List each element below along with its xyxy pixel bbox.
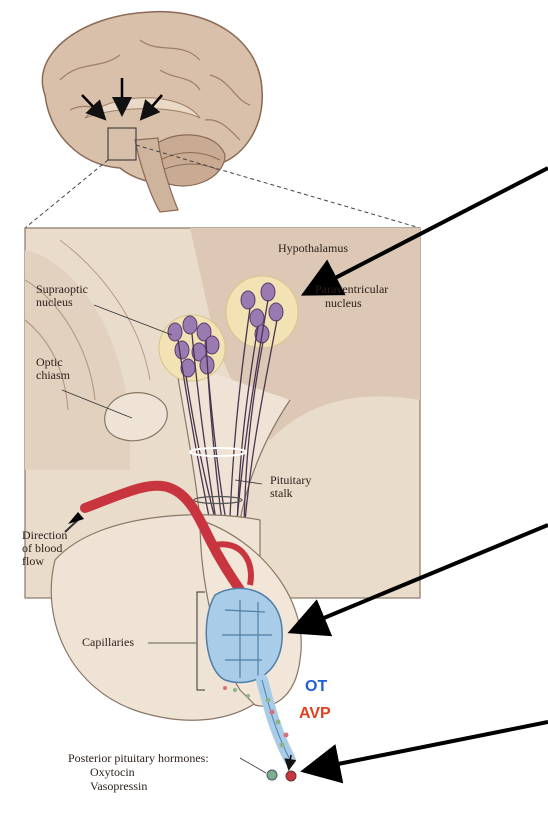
pituitary-gland xyxy=(50,480,302,782)
arrow-to-hormones-icon xyxy=(300,720,548,784)
label-oxytocin: Oxytocin xyxy=(90,765,135,779)
label-direction-of-blood-flow: Direction of blood flow xyxy=(22,528,68,568)
blood-direction-arrow-icon xyxy=(68,512,84,524)
label-paraventricular-nucleus: Paraventricular xyxy=(315,282,389,296)
label-supraoptic-nucleus: Supraoptic nucleus xyxy=(36,282,88,309)
label-ot: OT xyxy=(305,678,328,695)
label-optic-chiasm: Optic chiasm xyxy=(36,355,70,382)
label-vasopressin: Vasopressin xyxy=(90,779,148,793)
whole-brain-illustration xyxy=(24,10,421,229)
arrow-to-paraventricular-icon xyxy=(300,166,548,296)
arrow-to-capillaries-icon xyxy=(287,523,548,637)
label-pituitary-stalk: Pituitary stalk xyxy=(270,473,312,500)
label-capillaries: Capillaries xyxy=(82,635,134,649)
label-hypothalamus: Hypothalamus xyxy=(278,241,348,255)
label-avp: AVP xyxy=(299,705,331,722)
label-paraventricular-nucleus-line2: nucleus xyxy=(325,296,362,310)
label-posterior-pituitary-hormones: Posterior pituitary hormones: xyxy=(68,751,209,765)
annotation-arrows xyxy=(68,166,548,784)
